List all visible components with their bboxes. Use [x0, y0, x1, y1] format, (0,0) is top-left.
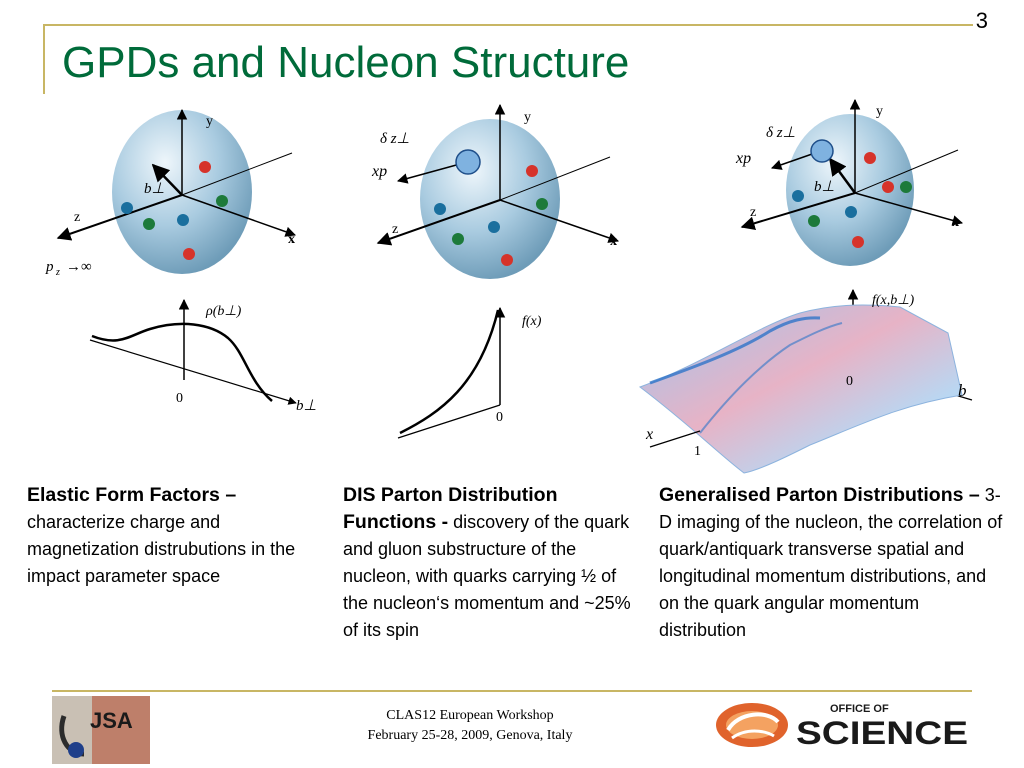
elastic-form-factors-column: Elastic Form Factors – characterize char… — [27, 482, 312, 590]
column-body: 3-D imaging of the nucleon, the correlat… — [659, 485, 1003, 640]
office-of-science-logo: OFFICE OF SCIENCE — [716, 703, 968, 750]
dis-pdf-column: DIS Parton Distribution Functions - disc… — [343, 482, 643, 644]
gpd-surface-plot: f(x,b⊥) 0 x 1 b — [638, 288, 973, 474]
z-axis-label: z — [750, 205, 756, 220]
xp-label: xp — [371, 163, 387, 180]
slide-number: 3 — [975, 8, 988, 33]
fx-label: f(x) — [522, 314, 542, 329]
footer-rule — [52, 690, 972, 692]
nucleon-figure-1: y z x b⊥ p z →∞ — [45, 108, 296, 278]
x-axis-label: x — [952, 215, 959, 230]
column-heading: DIS Parton Distribution Functions - — [343, 484, 558, 533]
xp-label: xp — [735, 150, 751, 167]
jsa-logo-text: JSA — [90, 708, 133, 733]
nucleon-figure-2: y z x δ z⊥ xp — [371, 103, 619, 279]
column-heading: Generalised Parton Distributions – — [659, 484, 980, 506]
science-text: SCIENCE — [796, 715, 968, 750]
y-axis-label: y — [524, 110, 531, 125]
pz-infinity: →∞ — [66, 259, 92, 275]
zero-label: 0 — [846, 374, 853, 389]
zero-label: 0 — [176, 391, 183, 406]
pdf-plot: f(x) 0 — [397, 306, 542, 439]
zero-label: 0 — [496, 410, 503, 425]
b-axis-label: b⊥ — [296, 398, 317, 414]
top-rule — [43, 24, 973, 26]
z-axis-label: z — [74, 210, 80, 225]
footer-line-1: CLAS12 European Workshop — [386, 708, 554, 723]
pz-label: p — [45, 259, 54, 275]
nucleon-sphere — [786, 114, 914, 266]
b-perp-label: b⊥ — [814, 179, 835, 195]
pz-subscript: z — [55, 267, 60, 278]
figures-panel: y z x b⊥ p z →∞ y z x δ z⊥ xp — [45, 98, 973, 474]
b-axis-label: b — [958, 381, 967, 400]
z-axis-label: z — [392, 222, 398, 237]
nucleon-figure-3: y z x δ z⊥ xp b⊥ — [735, 98, 964, 266]
x-axis-label: x — [610, 234, 617, 249]
delta-z-label: δ z⊥ — [766, 125, 796, 141]
x-axis-label: x — [645, 426, 653, 443]
rho-label: ρ(b⊥) — [205, 304, 242, 319]
y-axis-label: y — [876, 104, 883, 119]
x-axis-label: x — [288, 232, 295, 247]
delta-z-label: δ z⊥ — [380, 131, 410, 147]
footer-line-2: February 25-28, 2009, Genova, Italy — [367, 728, 573, 743]
one-label: 1 — [694, 444, 701, 459]
b-perp-label: b⊥ — [144, 181, 165, 197]
office-of-text: OFFICE OF — [830, 703, 889, 715]
column-heading: Elastic Form Factors – — [27, 484, 237, 506]
column-body: discovery of the quark and gluon substru… — [343, 512, 631, 640]
gpd-column: Generalised Parton Distributions – 3-D i… — [659, 482, 1009, 644]
gpd-label: f(x,b⊥) — [872, 293, 914, 308]
form-factor-plot: ρ(b⊥) 0 b⊥ — [89, 298, 317, 414]
left-rule — [43, 24, 45, 94]
footer-text: CLAS12 European Workshop February 25-28,… — [300, 706, 640, 746]
y-axis-label: y — [206, 114, 213, 129]
slide-title: GPDs and Nucleon Structure — [62, 38, 630, 87]
column-body: characterize charge and magnetization di… — [27, 512, 296, 586]
jsa-logo: JSA — [52, 696, 150, 764]
